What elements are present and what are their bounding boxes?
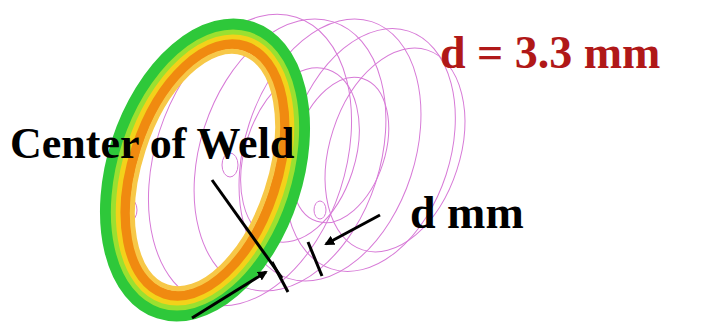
part-label: Center of Weld	[10, 120, 294, 168]
dimension-label: d mm	[410, 188, 524, 239]
leader-lines	[192, 180, 380, 318]
dimension-value: d = 3.3 mm	[440, 28, 660, 79]
